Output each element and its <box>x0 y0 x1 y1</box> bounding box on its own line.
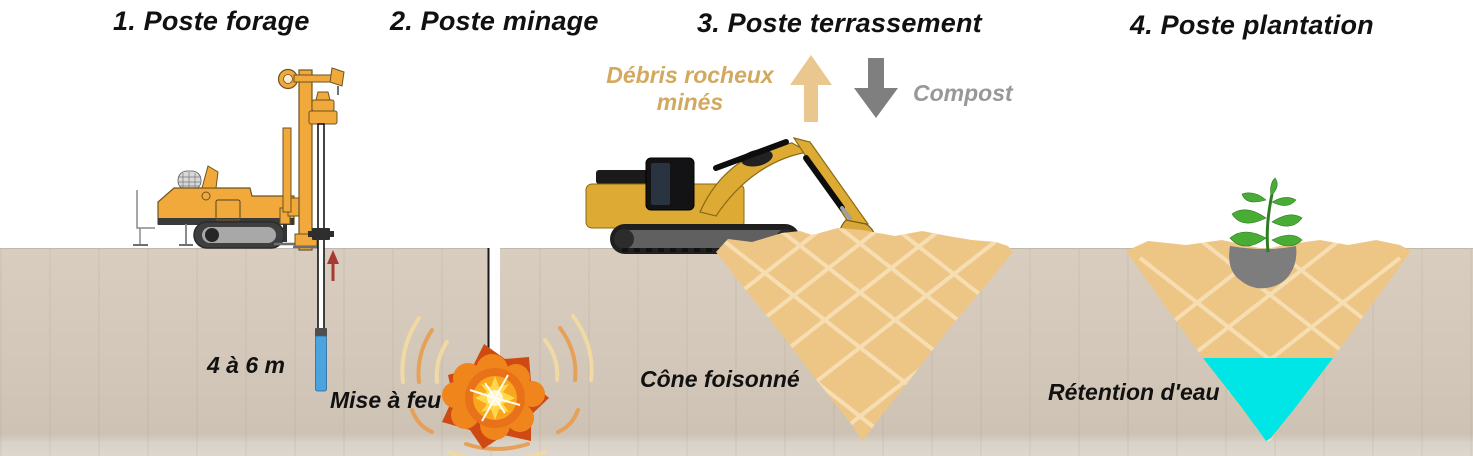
shockwaves <box>400 314 594 456</box>
panel-title-plantation: 4. Poste plantation <box>1130 10 1374 40</box>
spoil-cone <box>716 228 1013 441</box>
drill-head <box>308 91 338 125</box>
drill-rig <box>133 67 345 392</box>
plant <box>1229 177 1303 253</box>
water-retention-label: Rétention d'eau <box>1048 379 1220 405</box>
drill-rod <box>308 123 334 392</box>
panel-title-terrassement: 3. Poste terrassement <box>697 8 982 38</box>
planting-cone <box>1126 177 1411 441</box>
charge-blue-rod <box>315 335 327 392</box>
debris-label-line1: Débris rocheux <box>606 62 774 88</box>
spoil-cone-label: Cône foisonné <box>640 366 800 392</box>
water-pocket <box>1203 358 1333 441</box>
panel-title-minage: 2. Poste minage <box>390 6 599 36</box>
debris-up-arrow-icon <box>790 55 832 122</box>
pullback-up-arrow-icon <box>327 250 339 281</box>
debris-flow-label: Débris rocheux minés <box>600 62 780 116</box>
excavator-cab <box>645 157 695 211</box>
compost-flow-label: Compost <box>913 80 1013 106</box>
firing-label: Mise à feu <box>330 387 442 413</box>
compost-down-arrow-icon <box>854 58 898 118</box>
rig-track <box>193 221 285 249</box>
rig-radiator-icon <box>177 170 202 191</box>
depth-label: 4 à 6 m <box>207 352 285 378</box>
blast-borehole <box>487 248 500 360</box>
compost-pocket <box>1229 246 1297 289</box>
panel-title-forage: 1. Poste forage <box>113 6 310 36</box>
debris-label-line2: minés <box>656 89 724 115</box>
explosion <box>442 344 549 449</box>
